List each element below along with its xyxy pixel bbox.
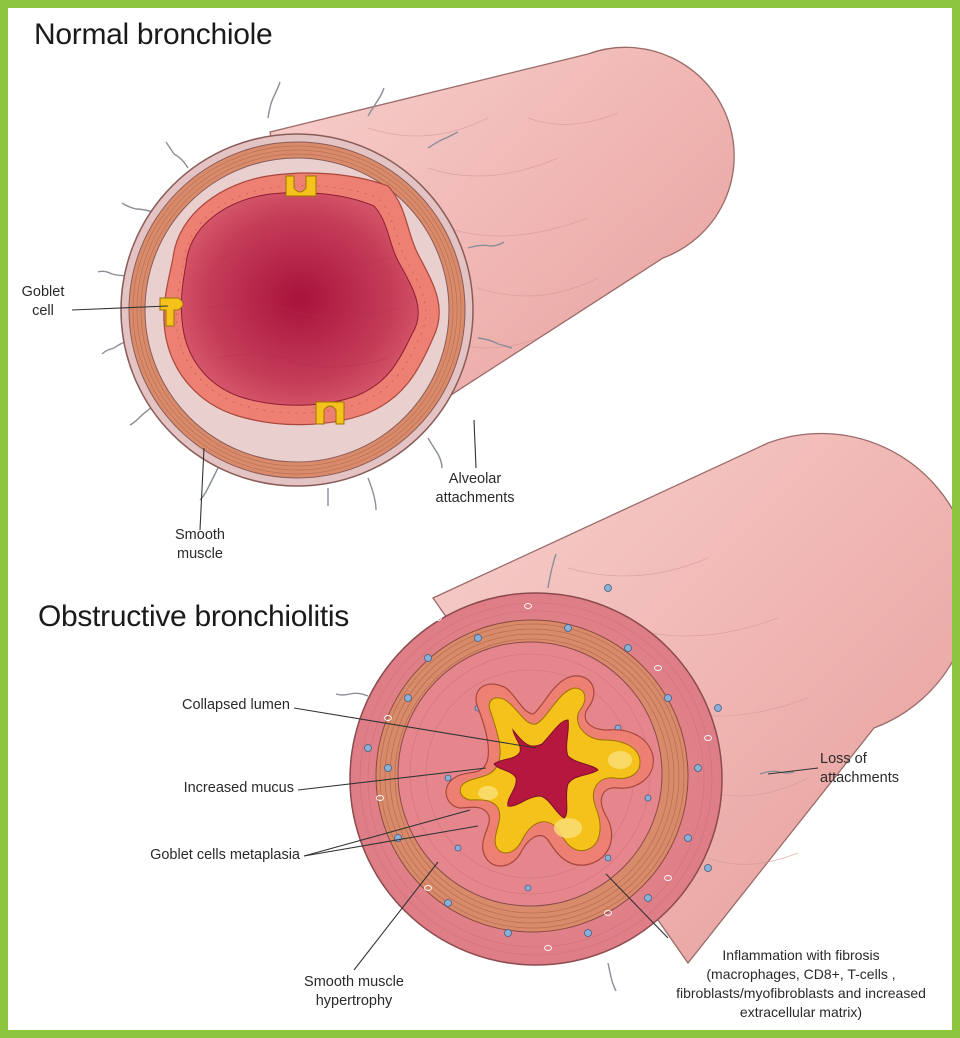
title-obstructive-bronchiolitis: Obstructive bronchiolitis <box>38 600 349 633</box>
label-increased-mucus: Increased mucus <box>183 780 294 796</box>
leader-lines <box>71 305 819 971</box>
label-smooth-muscle-hypertrophy: Smooth muscle hypertrophy <box>304 974 404 1009</box>
leader-goblet-cell <box>71 305 169 311</box>
goblet-cell-top <box>285 175 317 197</box>
label-goblet-cell: Goblet cell <box>21 284 65 319</box>
label-loss-of-attachments: Loss of attachments <box>820 751 899 786</box>
goblet-cell-left <box>159 297 184 327</box>
leader-smooth-muscle <box>199 447 205 531</box>
label-alveolar-attachments: Alveolar attachments <box>435 471 515 506</box>
label-collapsed-lumen: Collapsed lumen <box>181 697 290 713</box>
normal-bronchiole <box>97 46 735 511</box>
illustration <box>71 46 952 992</box>
normal-lumen <box>180 192 419 406</box>
leader-collapsed-lumen <box>293 707 537 749</box>
leader-loss-attachments <box>767 767 819 775</box>
leader-goblet-metaplasia-2 <box>303 825 479 857</box>
fibroblasts <box>376 603 712 951</box>
inflammatory-cells <box>364 584 722 937</box>
leader-increased-mucus <box>297 767 487 791</box>
leader-goblet-metaplasia-1 <box>303 809 471 857</box>
leader-smooth-hypertrophy <box>353 861 439 971</box>
label-smooth-muscle: Smooth muscle <box>175 527 225 562</box>
label-inflammation-fibrosis: Inflammation with fibrosis (macrophages,… <box>676 947 926 1020</box>
label-goblet-metaplasia: Goblet cells metaplasia <box>150 847 300 863</box>
remaining-attachments <box>335 553 795 992</box>
leader-inflammation <box>605 873 669 939</box>
collapsed-lumen <box>493 719 599 819</box>
goblet-cell-bottom <box>315 401 345 425</box>
title-normal-bronchiole: Normal bronchiole <box>34 18 273 51</box>
obstructive-bronchiolitis <box>335 432 952 992</box>
leader-alveolar <box>473 419 477 469</box>
